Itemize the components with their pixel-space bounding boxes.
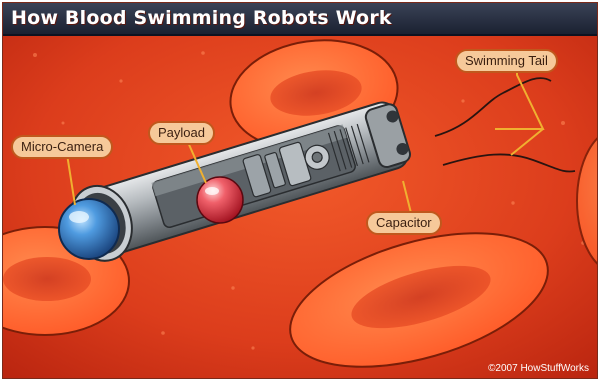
page-title: How Blood Swimming Robots Work bbox=[11, 7, 392, 29]
payload-label: Payload bbox=[148, 121, 215, 145]
camera-lens bbox=[59, 199, 119, 259]
payload-sphere bbox=[197, 177, 243, 223]
copyright-notice: ©2007 HowStuffWorks bbox=[488, 363, 589, 374]
swimming-tail-label: Swimming Tail bbox=[455, 49, 558, 73]
micro-camera-label: Micro-Camera bbox=[11, 135, 113, 159]
capacitor-label: Capacitor bbox=[366, 211, 442, 235]
